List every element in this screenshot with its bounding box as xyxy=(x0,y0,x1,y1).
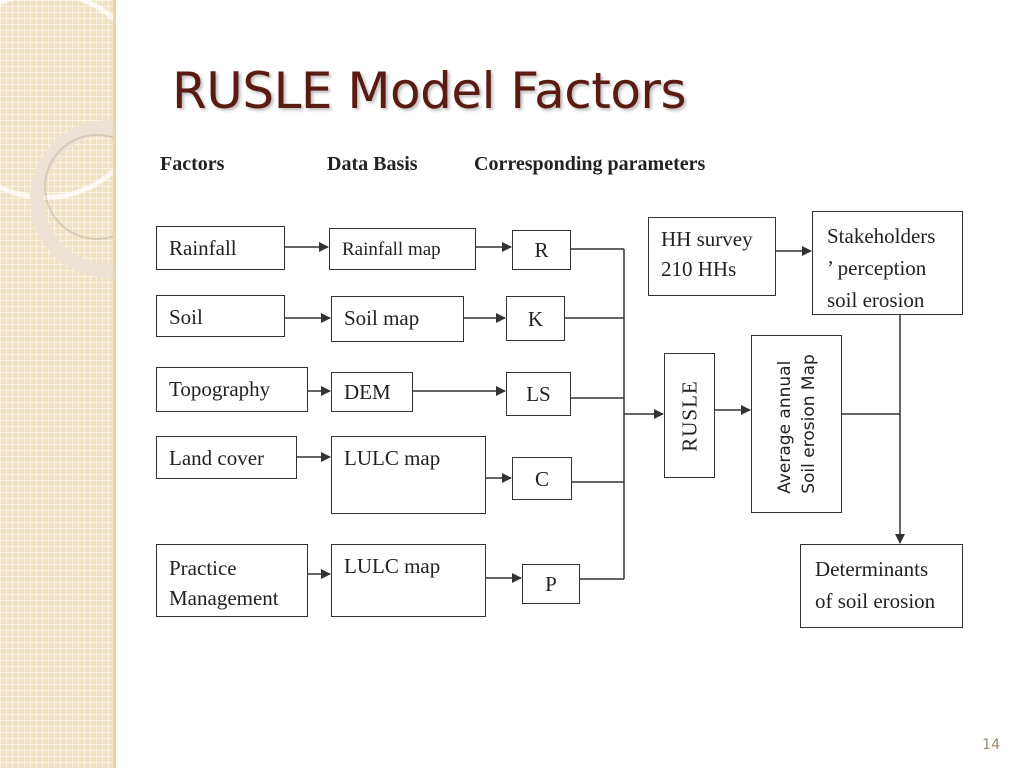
data-rainfall-map-box: Rainfall map xyxy=(329,228,476,270)
factor-rainfall-label: Rainfall xyxy=(169,236,237,260)
header-data-basis: Data Basis xyxy=(327,153,418,175)
param-r-label: R xyxy=(534,238,549,262)
rusle-box: RUSLE xyxy=(664,353,715,478)
decorative-sidebar xyxy=(0,0,113,768)
data-lulc-map-label-1: LULC map xyxy=(344,446,441,470)
header-parameters: Corresponding parameters xyxy=(474,153,706,175)
stakeholders-line2: ’ perception xyxy=(827,256,927,280)
sidebar-edge xyxy=(113,0,116,768)
data-dem-box: DEM xyxy=(331,372,413,412)
header-factors: Factors xyxy=(160,153,225,175)
factor-practice-label-line2: Management xyxy=(169,586,279,610)
stakeholders-line3: soil erosion xyxy=(827,288,925,312)
factor-topography-label: Topography xyxy=(169,377,271,401)
erosion-map-box: Average annual Soil erosion Map xyxy=(751,335,842,513)
page-number: 14 xyxy=(982,737,1000,753)
factor-land-cover-box: Land cover xyxy=(156,436,297,479)
data-lulc-map-box-2: LULC map xyxy=(331,544,486,617)
factor-soil-label: Soil xyxy=(169,305,203,329)
data-lulc-map-box-1: LULC map xyxy=(331,436,486,514)
hh-survey-line2: 210 HHs xyxy=(661,257,737,281)
data-rainfall-map-label: Rainfall map xyxy=(342,239,441,260)
param-k-label: K xyxy=(527,306,544,331)
param-k-box: K xyxy=(506,296,565,341)
factor-practice-box: Practice Management xyxy=(156,544,308,617)
param-c-label: C xyxy=(534,466,549,491)
param-c-box: C xyxy=(512,457,572,500)
param-ls-box: LS xyxy=(506,372,571,416)
data-soil-map-label: Soil map xyxy=(344,306,420,330)
param-p-box: P xyxy=(522,564,580,604)
factor-rainfall-box: Rainfall xyxy=(156,226,285,270)
erosion-map-line1: Average annual xyxy=(774,360,795,494)
rusle-label: RUSLE xyxy=(677,379,701,452)
factor-soil-box: Soil xyxy=(156,295,285,337)
hh-survey-box: HH survey 210 HHs xyxy=(648,217,776,296)
data-lulc-map-label-2: LULC map xyxy=(344,554,441,578)
determinants-box: Determinants of soil erosion xyxy=(800,544,963,628)
param-r-box: R xyxy=(512,230,571,270)
determinants-line2: of soil erosion xyxy=(815,589,936,613)
data-dem-label: DEM xyxy=(344,380,391,404)
factor-land-cover-label: Land cover xyxy=(169,446,265,470)
slide-title: RUSLE Model Factors xyxy=(172,62,687,120)
data-soil-map-box: Soil map xyxy=(331,296,464,342)
erosion-map-label: Average annual Soil erosion Map xyxy=(773,354,821,494)
param-ls-label: LS xyxy=(526,382,551,406)
stakeholders-box: Stakeholders ’ perception soil erosion xyxy=(812,211,963,315)
factor-topography-box: Topography xyxy=(156,367,308,412)
determinants-line1: Determinants xyxy=(815,557,929,581)
stakeholders-line1: Stakeholders xyxy=(827,224,936,248)
param-p-label: P xyxy=(545,572,557,596)
erosion-map-line2: Soil erosion Map xyxy=(798,354,819,494)
factor-practice-label-line1: Practice xyxy=(169,556,237,580)
hh-survey-line1: HH survey xyxy=(661,227,753,251)
